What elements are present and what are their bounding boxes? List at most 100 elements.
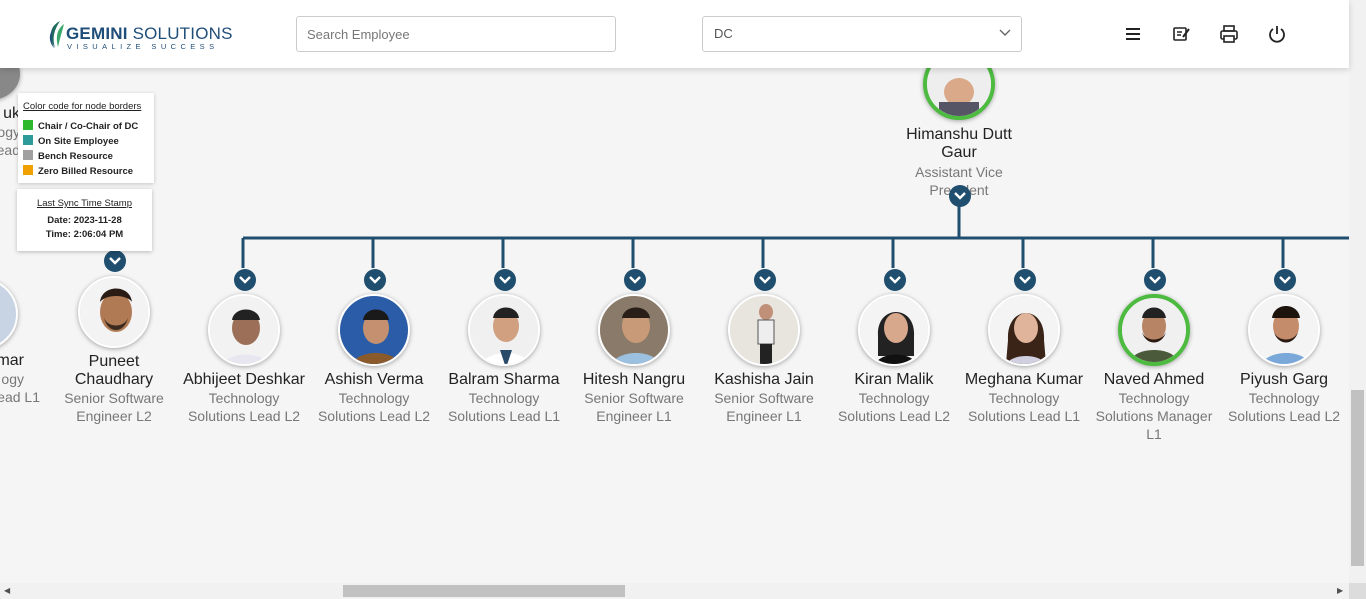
avatar — [338, 294, 410, 366]
avatar — [468, 294, 540, 366]
avatar — [923, 68, 995, 120]
chevron-down-icon — [1019, 276, 1031, 284]
horizontal-scroll-thumb[interactable] — [343, 585, 625, 597]
expand-toggle[interactable] — [624, 269, 646, 291]
scroll-left-arrow-icon[interactable]: ◀ — [4, 586, 11, 595]
employee-role: Technology Solutions Lead L1 — [447, 390, 561, 424]
sync-time: Time: 2:06:04 PM — [45, 229, 124, 240]
employee-role: Technology Solutions Lead L2 — [187, 390, 301, 424]
employee-name: Naved Ahmed — [1103, 371, 1205, 388]
employee-node-ashish-verma[interactable]: Ashish Verma Technology Solutions Lead L… — [309, 294, 439, 425]
employee-node-balram-sharma[interactable]: Balram Sharma Technology Solutions Lead … — [439, 294, 569, 425]
power-icon[interactable] — [1267, 24, 1287, 44]
avatar — [1118, 294, 1190, 366]
employee-name: mar — [0, 352, 24, 369]
partial-node-top[interactable]: uk ogy ead — [0, 68, 20, 159]
employee-node-kiran-malik[interactable]: Kiran Malik Technology Solutions Lead L2 — [829, 294, 959, 425]
employee-name: Kiran Malik — [854, 371, 934, 388]
employee-node-hitesh-nangru[interactable]: Hitesh Nangru Senior Software Engineer L… — [569, 294, 699, 425]
expand-toggle[interactable] — [494, 269, 516, 291]
expand-toggle[interactable] — [1014, 269, 1036, 291]
dc-select[interactable]: DC — [702, 16, 1022, 52]
employee-role: Technology Solutions Lead L2 — [317, 390, 431, 424]
logo-leaf-icon — [49, 21, 64, 48]
employee-name: Ashish Verma — [324, 371, 424, 388]
chevron-down-icon — [1149, 276, 1161, 284]
employee-role: Technology Solutions Lead L1 — [967, 390, 1081, 424]
employee-name: Himanshu Dutt Gaur — [906, 126, 1012, 161]
chevron-down-icon — [954, 192, 966, 200]
collapse-toggle[interactable] — [949, 185, 971, 207]
expand-toggle[interactable] — [104, 250, 126, 272]
legend-item-zero-billed: Zero Billed Resource — [23, 165, 133, 177]
scroll-right-arrow-icon[interactable]: ▶ — [1337, 586, 1344, 595]
avatar — [728, 294, 800, 366]
avatar — [208, 294, 280, 366]
expand-toggle[interactable] — [234, 269, 256, 291]
company-logo[interactable]: GEMINI SOLUTIONS VISUALIZE SUCCESS — [46, 18, 232, 52]
org-chart-canvas[interactable]: uk ogy ead mar ogy ead L1 Puneet Chaudha… — [0, 68, 1349, 583]
expand-toggle[interactable] — [754, 269, 776, 291]
employee-name: Abhijeet Deshkar — [183, 371, 305, 388]
avatar — [598, 294, 670, 366]
legend-item-chair: Chair / Co-Chair of DC — [23, 120, 138, 132]
search-employee-input[interactable] — [296, 16, 616, 52]
legend-title: Color code for node borders — [23, 101, 142, 112]
chevron-down-icon — [499, 276, 511, 284]
avatar — [858, 294, 930, 366]
expand-toggle[interactable] — [884, 269, 906, 291]
employee-name: Balram Sharma — [448, 371, 560, 388]
employee-role: ead — [0, 142, 20, 158]
org-chart-connectors — [241, 196, 1349, 268]
edit-note-icon[interactable] — [1171, 24, 1191, 44]
employee-role: ogy — [0, 124, 20, 140]
employee-node-piyush-garg[interactable]: Piyush Garg Technology Solutions Lead L2 — [1219, 294, 1349, 425]
employee-node-kashisha-jain[interactable]: Kashisha Jain Senior Software Engineer L… — [699, 294, 829, 425]
legend-item-onsite: On Site Employee — [23, 135, 119, 147]
employee-role: Technology Solutions Lead L2 — [1227, 390, 1341, 424]
app-header: GEMINI SOLUTIONS VISUALIZE SUCCESS DC — [0, 0, 1349, 68]
vertical-scrollbar[interactable] — [1349, 0, 1366, 583]
green-swatch-icon — [23, 120, 33, 130]
employee-role: ogy — [1, 371, 24, 387]
avatar — [1248, 294, 1320, 366]
employee-role: Senior Software Engineer L2 — [64, 390, 164, 424]
logo-text: GEMINI SOLUTIONS — [66, 24, 233, 43]
partial-node-left[interactable]: mar ogy ead L1 — [0, 278, 46, 406]
legend-item-bench: Bench Resource — [23, 150, 113, 162]
last-sync-panel: Last Sync Time Stamp Date: 2023-11-28 Ti… — [17, 189, 152, 251]
employee-name: Puneet Chaudhary — [74, 353, 154, 388]
employee-node-naved-ahmed[interactable]: Naved Ahmed Technology Solutions Manager… — [1089, 294, 1219, 443]
chevron-down-icon — [889, 276, 901, 284]
employee-role: Technology Solutions Manager L1 — [1095, 390, 1213, 442]
vertical-scroll-thumb[interactable] — [1351, 390, 1364, 566]
employee-name: Hitesh Nangru — [582, 371, 686, 388]
expand-toggle[interactable] — [1144, 269, 1166, 291]
employee-name: uk — [3, 105, 20, 122]
sync-title: Last Sync Time Stamp — [36, 198, 133, 209]
employee-node-puneet-chaudhary[interactable]: Puneet Chaudhary Senior Software Enginee… — [49, 276, 179, 425]
employee-name: Kashisha Jain — [714, 371, 814, 388]
chevron-down-icon — [999, 29, 1011, 36]
dc-select-value: DC — [714, 26, 733, 41]
avatar — [0, 68, 20, 100]
chevron-down-icon — [1279, 276, 1291, 284]
employee-node-abhijeet-deshkar[interactable]: Abhijeet Deshkar Technology Solutions Le… — [179, 294, 309, 425]
employee-role: ead L1 — [0, 389, 40, 405]
employee-role: Senior Software Engineer L1 — [714, 390, 814, 424]
avatar — [78, 276, 150, 348]
gray-swatch-icon — [23, 150, 33, 160]
expand-toggle[interactable] — [364, 269, 386, 291]
chevron-down-icon — [369, 276, 381, 284]
sync-date: Date: 2023-11-28 — [47, 215, 122, 226]
avatar — [0, 278, 18, 350]
employee-node-meghana-kumar[interactable]: Meghana Kumar Technology Solutions Lead … — [959, 294, 1089, 425]
expand-toggle[interactable] — [1274, 269, 1296, 291]
horizontal-scrollbar[interactable]: ◀ ▶ — [0, 583, 1349, 599]
employee-role: Technology Solutions Lead L2 — [837, 390, 951, 424]
scrollbar-corner — [1349, 583, 1366, 599]
employee-node-himanshu-dutt-gaur[interactable]: Himanshu Dutt Gaur Assistant Vice Presid… — [894, 68, 1024, 199]
menu-icon[interactable] — [1123, 24, 1143, 44]
node-border-legend: Color code for node borders Chair / Co-C… — [18, 93, 154, 183]
print-icon[interactable] — [1219, 24, 1239, 44]
